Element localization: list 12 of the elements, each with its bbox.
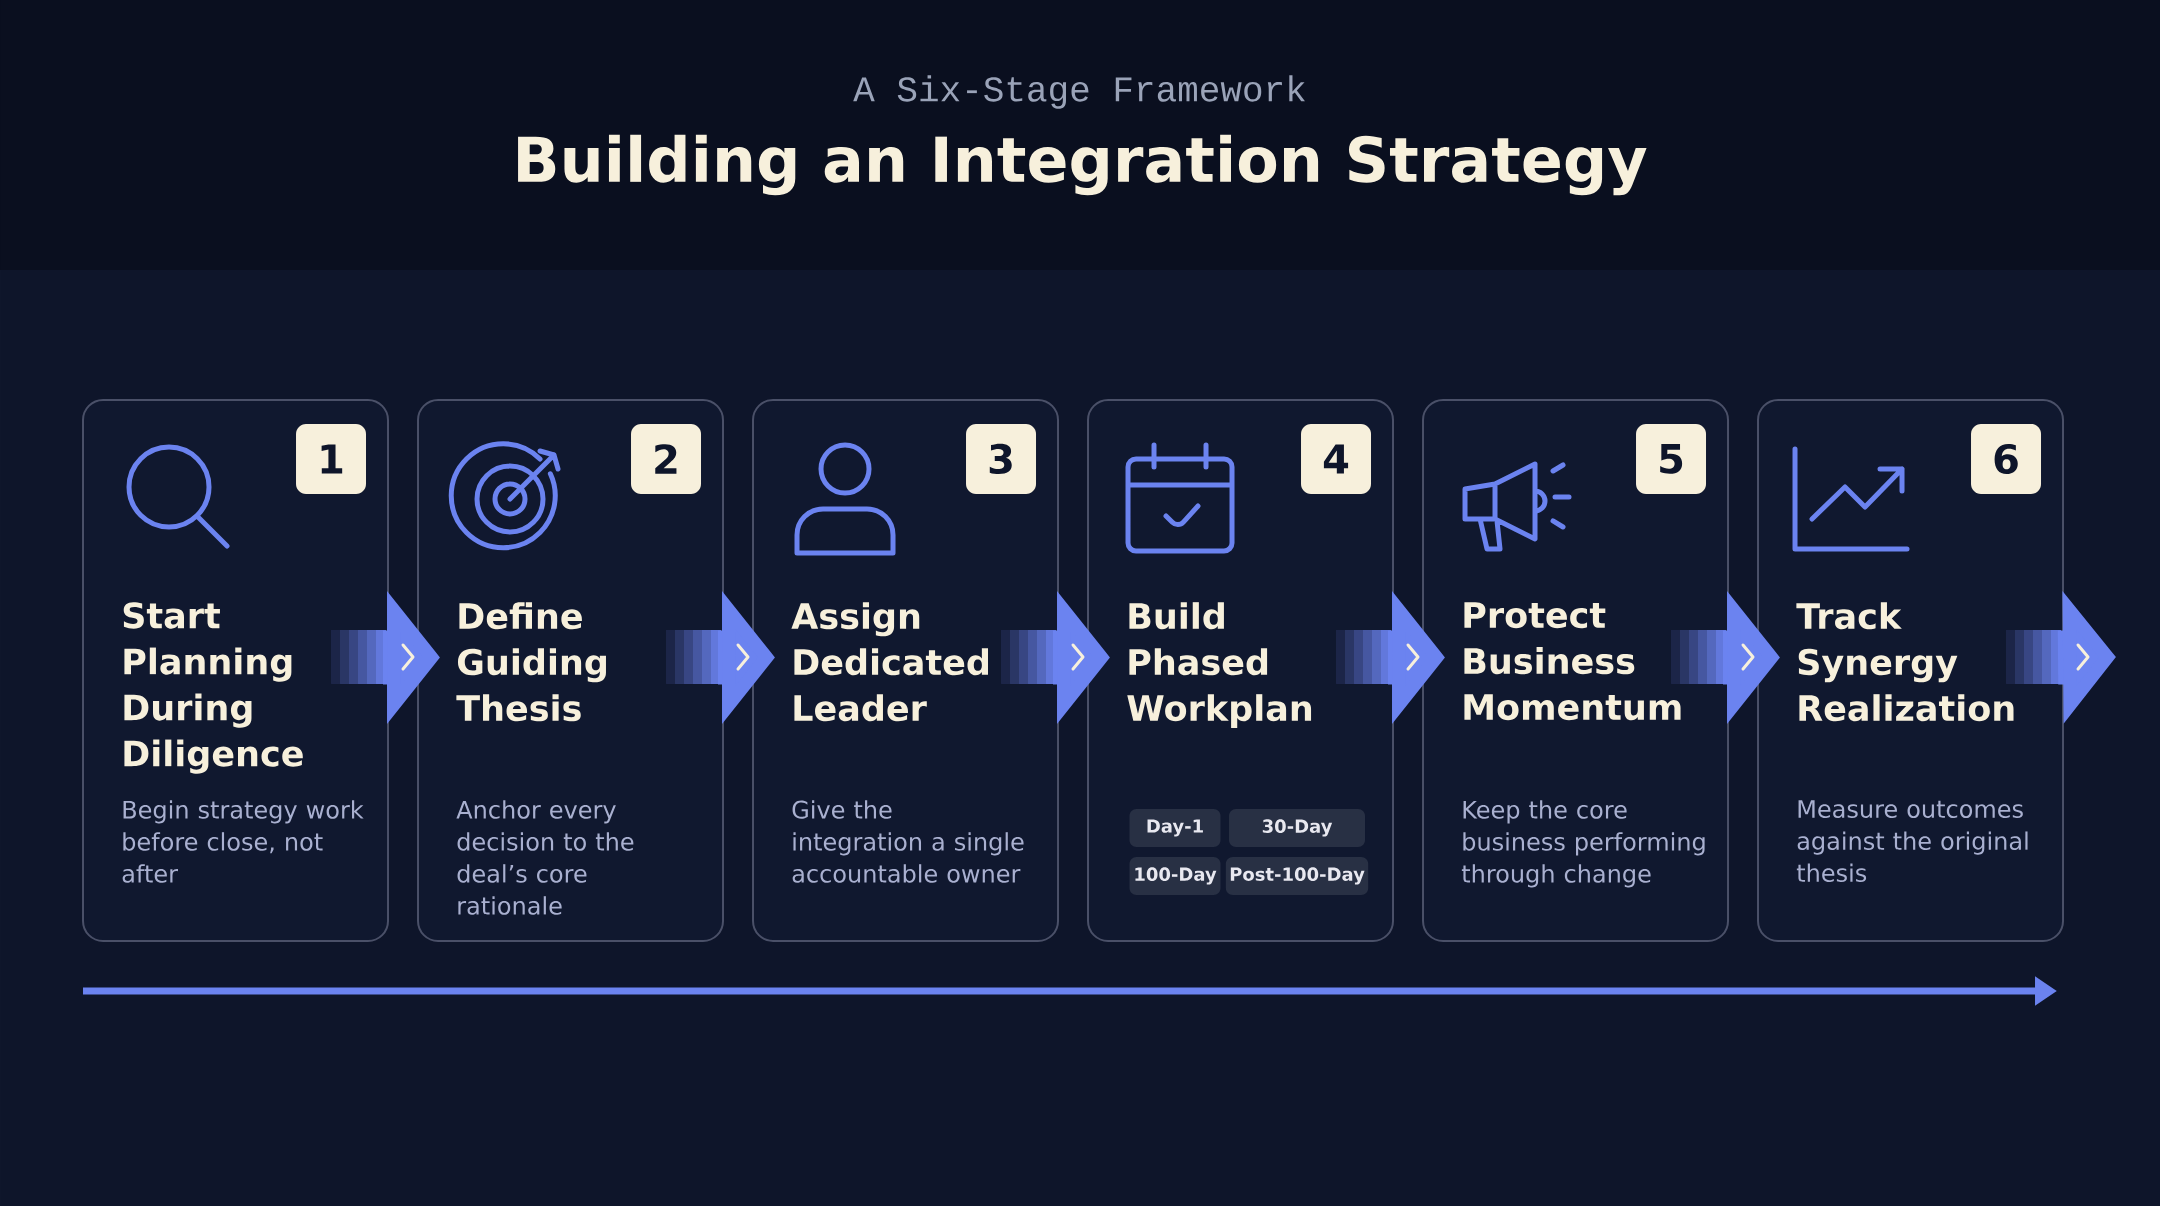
number-badge: 5 [1636,424,1706,494]
number-badge: 3 [966,424,1036,494]
number-badge: 2 [631,424,701,494]
phase-chip: 100-Day [1129,857,1221,895]
phase-chip: 30-Day [1229,809,1365,847]
subtitle: A Six-Stage Framework [853,75,1305,109]
number-badge: 1 [296,424,366,494]
title: Building an Integration Strategy [518,134,1647,196]
number-badge: 4 [1301,424,1371,494]
phase-chip: Post-100-Day [1225,857,1369,895]
phase-chip: Day-1 [1129,809,1221,847]
number-badge: 6 [1971,424,2041,494]
